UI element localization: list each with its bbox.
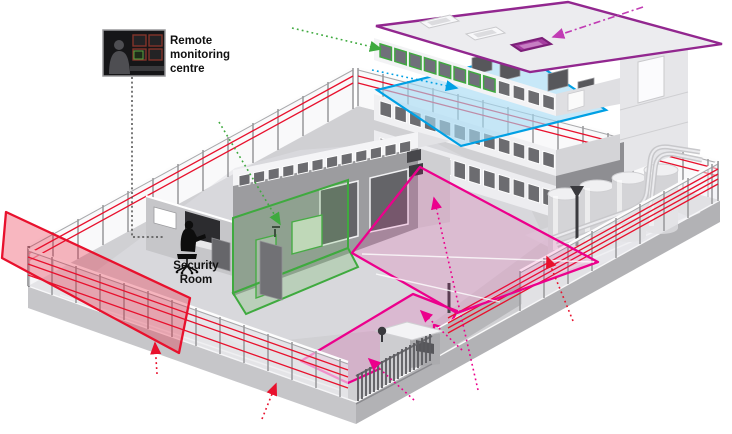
warehouse-end-wall xyxy=(418,148,450,228)
security-room-whiteboard xyxy=(153,206,177,230)
monitor-screen-4 xyxy=(148,48,163,61)
gatehouse-camera-icon xyxy=(377,326,387,336)
skylight-1-glass xyxy=(427,17,451,26)
office-tower-floor-lines xyxy=(619,91,689,141)
server-rack-1 xyxy=(211,237,231,272)
security-room xyxy=(145,195,234,276)
protected-skylight-glass xyxy=(519,41,543,49)
gate-side-wall xyxy=(438,282,522,356)
fence-panel-se xyxy=(520,162,718,311)
gate-bars xyxy=(357,334,431,401)
fence-top-rail-nw xyxy=(27,66,354,248)
fence-rail-shadow-se xyxy=(519,163,719,274)
skylight-2-glass xyxy=(473,29,497,38)
sensor-wires-nw xyxy=(27,75,354,262)
camera-head-icon xyxy=(570,186,584,198)
motion-sensor-upper xyxy=(407,149,421,163)
arrow-window-sensors xyxy=(291,27,383,52)
office-floor2-end-wall xyxy=(556,134,620,176)
perimeter-fence-southeast xyxy=(447,160,719,334)
sensor-wires-se xyxy=(447,168,719,334)
arrow-fence-se xyxy=(546,255,574,322)
fence-posts-sw xyxy=(27,249,341,397)
camera-post-tanks xyxy=(570,186,584,246)
office-floor3-windows-plain xyxy=(497,79,555,112)
operator-silhouette-body xyxy=(109,51,130,74)
wall-keypad-sensor xyxy=(272,226,280,237)
office-east-tower xyxy=(620,34,688,176)
fence-panel-nw xyxy=(28,68,353,286)
fence-rail-shadow-nw xyxy=(27,69,354,249)
security-room-wall-top xyxy=(145,195,234,223)
thumbnail-desk xyxy=(130,66,164,71)
monitor-screen-2 xyxy=(148,34,163,47)
green-curtain-tilt-plane xyxy=(231,246,360,316)
security-room-label-line2: Room xyxy=(180,274,213,286)
gate-bottom-rail xyxy=(355,363,433,405)
warehouse-door-opening-2 xyxy=(369,168,409,233)
gatehouse-roof xyxy=(374,321,445,341)
arrow-fence-sw xyxy=(261,382,278,420)
connector-monitoring-to-security-room xyxy=(131,77,164,238)
arrow-skylight-protection xyxy=(551,6,644,39)
office-tower-window xyxy=(637,55,665,104)
security-guard-silhouette xyxy=(175,220,206,275)
fence-top-rail-se xyxy=(519,160,719,273)
security-room-label-line1: Security xyxy=(173,260,219,272)
monitor-screen-1 xyxy=(132,34,147,47)
operator-silhouette-head xyxy=(114,40,124,50)
remote-monitoring-label-line2: monitoring xyxy=(170,49,230,61)
diagram-labels: Remote monitoring centre Security Room xyxy=(170,35,230,286)
annotation-arrows xyxy=(131,6,644,420)
office-floor3-end-window xyxy=(567,89,585,112)
server-rack-2 xyxy=(259,240,283,301)
remote-monitoring-label-line1: Remote xyxy=(170,35,212,47)
protected-window xyxy=(291,214,323,255)
arrow-gate-zone-lower xyxy=(367,357,415,401)
red-perimeter-sensor-curtain xyxy=(0,210,192,355)
warehouse-clerestory-windows xyxy=(238,140,412,187)
purple-roof-protection-plane xyxy=(375,0,723,74)
monitor-green-screen xyxy=(133,50,144,60)
arrow-fence-curtain xyxy=(150,341,162,375)
motion-coverage-pyramid xyxy=(350,165,600,315)
perimeter-fence-northwest xyxy=(27,66,354,287)
plinth-southeast-face xyxy=(356,200,720,424)
remote-monitoring-label-line3: centre xyxy=(170,63,205,75)
remote-monitoring-thumbnail xyxy=(102,29,166,77)
window-sensor-protected-windows xyxy=(379,42,496,94)
magenta-motion-pyramid-zone xyxy=(350,165,600,315)
